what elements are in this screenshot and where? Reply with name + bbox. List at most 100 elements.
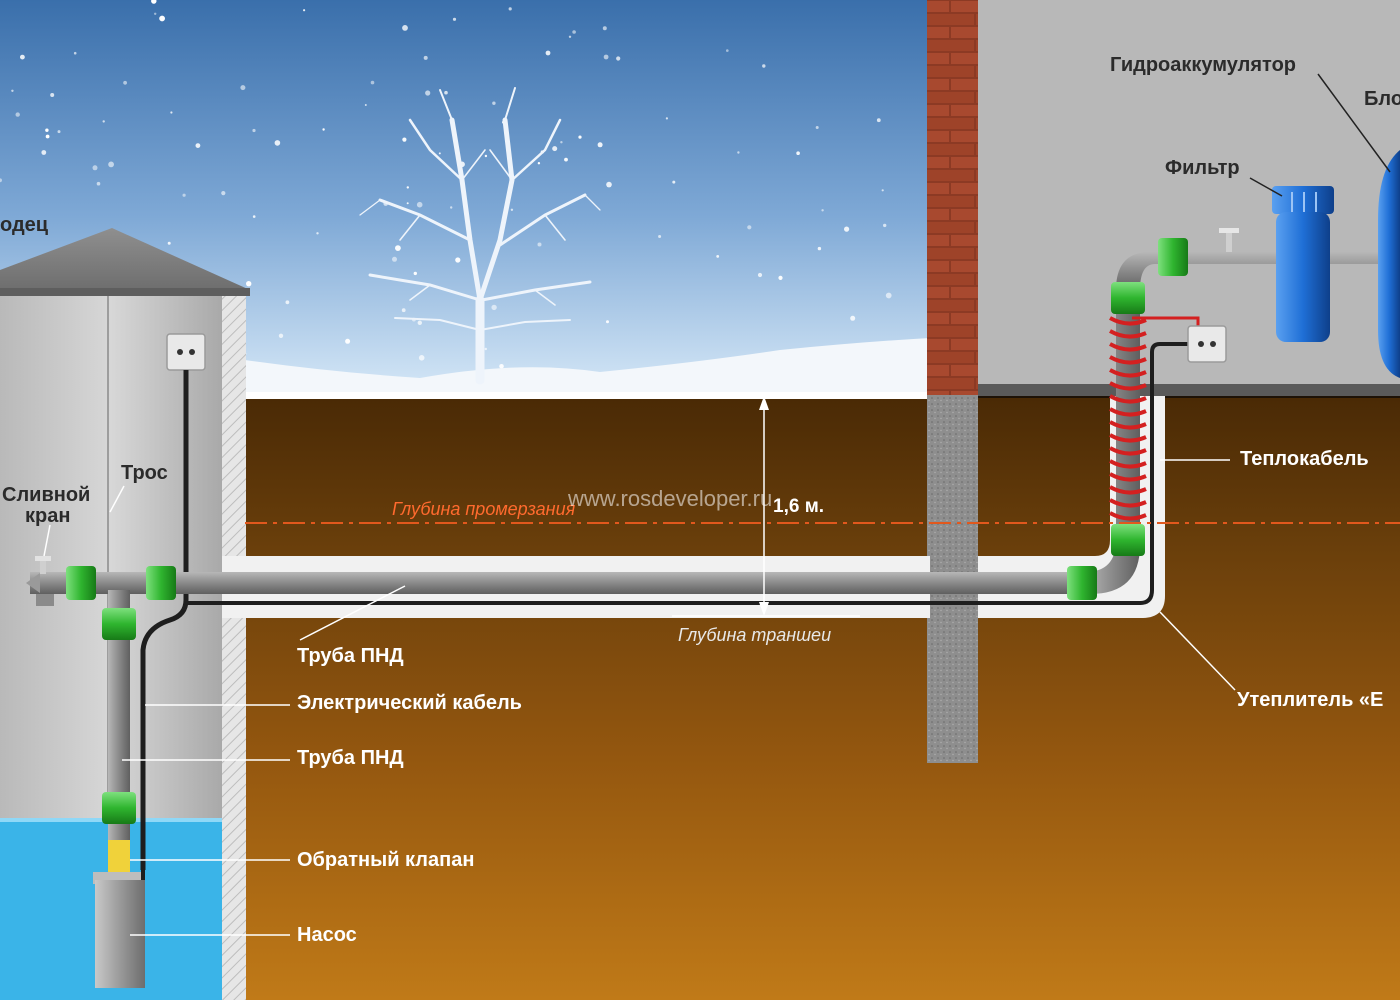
snowflake [757,272,763,278]
snowflake [796,151,800,155]
snowflake [406,202,409,205]
electric-cable-horizontal [186,342,1195,605]
fitting-well-tee [102,608,136,640]
label-heating-cable: Теплокабель [1240,448,1369,470]
heating-cable-turn [1109,433,1147,443]
snowflake [876,118,881,123]
snowflake [322,128,325,131]
heating-cable-turn [1109,446,1147,456]
snowflake [402,137,407,142]
snowflake [537,162,541,165]
heating-cable-turn [1109,355,1147,365]
snowflake [747,225,752,230]
heating-cable-coil [1109,316,1147,521]
snowflake [537,242,542,247]
drain-valve-icon [26,556,74,606]
snowflake [274,140,281,146]
hdpe-pipe-horizontal [30,572,1090,594]
heating-cable-turn [1109,511,1147,521]
heating-cable-turn [1109,407,1147,417]
snow-bank [245,338,930,398]
snowflake [606,320,609,324]
snowflake [883,223,887,228]
snowflake [418,355,425,361]
fitting-check-valve-top [102,792,136,824]
snowflake [423,55,428,60]
snowflake [484,347,487,351]
snowflake [552,146,558,152]
snowflake [20,54,25,60]
heating-cable-turn [1109,394,1147,404]
fitting-house-elbow [1067,566,1097,600]
snowflake [817,246,822,251]
snowflake [606,181,612,188]
watermark: www.rosdeveloper.ru [568,486,773,511]
snowflake [316,232,319,235]
fitting-house-lower [1111,524,1145,556]
snowflake [762,64,766,68]
label-filter: Фильтр [1165,157,1240,179]
snowflake [15,112,20,117]
snowflake [452,17,457,21]
snowflake [568,35,572,38]
heating-cable-turn [1109,472,1147,482]
snowflake [182,193,186,197]
snowflake [510,208,514,211]
snowflake [57,130,61,134]
heating-cable-turn [1109,420,1147,430]
snowflake [778,275,783,280]
heating-cable-turn [1109,459,1147,469]
fitting-well-right [146,566,176,600]
label-check-valve: Обратный клапан [297,849,475,871]
snowflake [278,333,284,338]
heating-cable-turn [1109,498,1147,508]
snowflake [572,30,576,34]
snowflake [815,126,819,129]
snowflake [252,215,256,218]
snowflake [602,26,607,31]
pipe-fittings [66,238,1188,824]
snowflake [73,51,77,55]
snowflake [92,165,98,171]
hydro-accumulator-tank [1378,150,1400,378]
snowflake [417,320,422,325]
snowflake [658,235,662,238]
label-insulation: Утеплитель «Е [1237,689,1384,711]
snowflake [252,128,256,133]
snowflake [616,56,621,61]
well-roof-edge [0,288,250,296]
snowflake [578,135,582,139]
snowflake [11,89,14,93]
winter-tree-icon [359,87,601,385]
snowflake [672,180,676,184]
label-well: одец [0,214,49,236]
fitting-house-upper [1111,282,1145,314]
snowflake [597,142,603,148]
snowflake [364,104,367,106]
snowflake [416,201,423,208]
label-rope: Трос [121,462,168,484]
snowflake [425,90,431,96]
snowflake [195,143,201,149]
label-pipe-hdpe-horizontal: Труба ПНД [297,645,404,667]
snowflake [455,257,461,263]
snowflake [450,206,453,209]
snowflake [560,141,563,144]
heating-cable-turn [1109,485,1147,495]
snowflake [170,111,173,114]
snowflake [885,292,892,299]
snowflake [345,338,351,344]
soil-surface-line [245,392,930,399]
snowflake [108,161,114,168]
snowflake [545,50,551,56]
snowflake [564,157,568,162]
snowflake [370,80,375,85]
depth-dimension-arrow [672,396,860,617]
snowflake [508,7,512,11]
water-filter-icon [1272,186,1334,342]
label-drain-valve-1: Сливной [2,484,91,506]
heating-cable-turn [1109,316,1147,326]
snowflake [159,15,166,22]
snowflake [850,315,856,321]
fitting-house-top [1158,238,1188,276]
